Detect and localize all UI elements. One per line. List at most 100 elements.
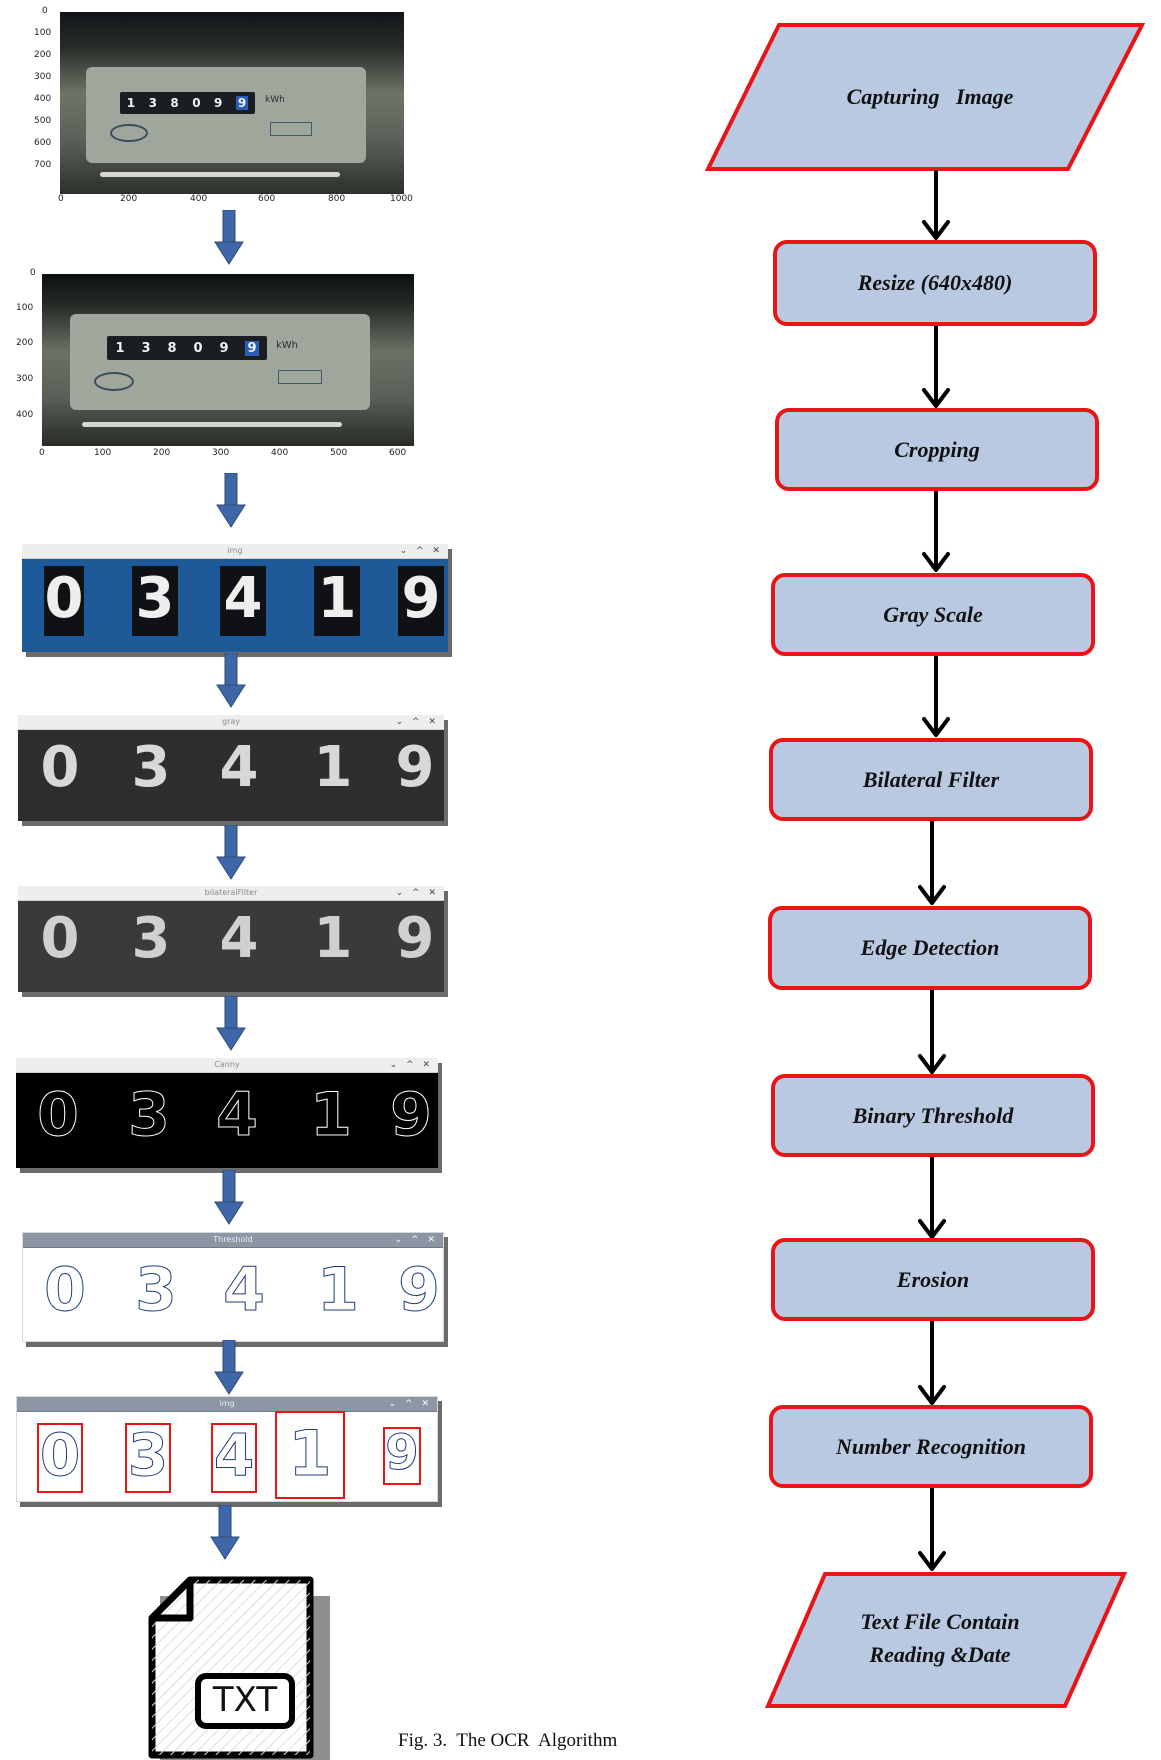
digit: 3 (128, 1080, 171, 1151)
window-titlebar: gray ⌄ ^ ✕ (18, 715, 444, 730)
y-tick: 400 (16, 410, 34, 420)
flow-end-line1: Text File Contain (860, 1609, 1020, 1634)
digit-tile (220, 566, 266, 636)
y-tick: 0 (42, 6, 48, 16)
meter-digit: 3 (148, 96, 157, 110)
y-tick: 100 (16, 303, 34, 313)
window-controls[interactable]: ⌄ ^ ✕ (388, 1399, 432, 1409)
digit: 1 (317, 566, 357, 631)
window-bilateral-filter: bilateralFilter ⌄ ^ ✕ 0 3 4 1 9 (18, 886, 444, 992)
window-controls[interactable]: ⌄ ^ ✕ (395, 717, 439, 727)
x-tick: 200 (120, 194, 138, 204)
window-title: gray (221, 717, 240, 726)
bounding-box (37, 1423, 83, 1493)
digit-tile (314, 566, 360, 636)
digit: 0 (40, 906, 80, 971)
window-titlebar: img ⌄ ^ ✕ (22, 544, 448, 559)
window-title: Canny (214, 1060, 240, 1069)
window-canny: Canny ⌄ ^ ✕ 0 3 4 1 9 (16, 1058, 438, 1168)
meter-label-plate (278, 370, 322, 384)
down-arrow-icon (214, 1170, 244, 1225)
digit: 1 (313, 735, 353, 800)
window-titlebar: bilateralFilter ⌄ ^ ✕ (18, 886, 444, 901)
bounding-box (383, 1427, 421, 1485)
y-tick: 400 (34, 94, 52, 104)
digit: 3 (127, 1421, 169, 1490)
document-icon (148, 1576, 314, 1759)
flow-arrow (918, 170, 950, 1571)
y-tick: 300 (34, 72, 52, 82)
flow-end-line2: Reading &Date (869, 1642, 1011, 1667)
window-controls[interactable]: ⌄ ^ ✕ (394, 1235, 438, 1245)
window-title: img (227, 546, 243, 555)
flow-step-gray-scale: Gray Scale (771, 573, 1095, 656)
down-arrow-icon (216, 825, 246, 880)
flow-arrows (918, 170, 950, 1571)
meter-digit: 9 (214, 96, 223, 110)
meter-photo-1: 1 3 8 0 9 9 kWh (60, 12, 404, 194)
digit: 1 (310, 1080, 353, 1151)
window-gray: gray ⌄ ^ ✕ 0 3 4 1 9 (18, 715, 444, 821)
digit: 9 (390, 1080, 433, 1151)
meter-unit: kWh (265, 95, 285, 105)
flow-step-resize: Resize (640x480) (773, 240, 1097, 326)
digit: 9 (385, 1425, 419, 1482)
digit: 4 (216, 1080, 259, 1151)
flow-step-cropping: Cropping (775, 408, 1099, 491)
meter-digit: 1 (126, 96, 136, 110)
flow-step-number-recognition: Number Recognition (769, 1405, 1093, 1488)
x-tick: 400 (271, 448, 289, 458)
digit: 1 (288, 1417, 332, 1491)
meter-digit: 9 (219, 340, 229, 356)
meter-unit: kWh (276, 340, 299, 351)
window-controls[interactable]: ⌄ ^ ✕ (389, 1060, 433, 1070)
x-tick: 600 (258, 194, 276, 204)
down-arrow-icon (210, 1505, 240, 1560)
digit: 9 (395, 735, 435, 800)
meter-digit: 1 (115, 340, 125, 356)
digit: 9 (395, 906, 435, 971)
window-title: img (219, 1399, 235, 1408)
meter-face (86, 67, 366, 163)
y-tick: 300 (16, 374, 34, 384)
flow-step-erosion: Erosion (771, 1238, 1095, 1321)
down-arrow-icon (216, 996, 246, 1051)
meter-digit: 9 (245, 340, 259, 356)
meter-face (70, 314, 370, 410)
window-controls[interactable]: ⌄ ^ ✕ (395, 888, 439, 898)
meter-digit: 0 (193, 340, 203, 356)
x-tick: 500 (330, 448, 348, 458)
y-tick: 500 (34, 116, 52, 126)
digit: 1 (313, 906, 353, 971)
meter-photo-2: 1 3 8 0 9 9 kWh (42, 274, 414, 446)
meter-label-plate (270, 122, 312, 136)
y-tick: 600 (34, 138, 52, 148)
meter-photo-plot-1: 1 3 8 0 9 9 kWh 0 100 200 300 400 500 60… (20, 0, 420, 205)
down-arrow-icon (216, 473, 246, 528)
window-controls[interactable]: ⌄ ^ ✕ (399, 546, 443, 556)
x-tick: 0 (39, 448, 45, 458)
meter-counter: 1 3 8 0 9 9 (107, 336, 267, 360)
flow-end-label: Text File Contain Reading &Date (790, 1605, 1090, 1671)
y-tick: 100 (34, 28, 52, 38)
digit: 4 (223, 1255, 266, 1326)
bounding-box (125, 1423, 171, 1493)
digit: 0 (40, 735, 80, 800)
x-tick: 600 (389, 448, 407, 458)
digit: 3 (131, 735, 171, 800)
window-titlebar: Threshold ⌄ ^ ✕ (23, 1233, 443, 1248)
meter-digit: 8 (167, 340, 177, 356)
digit-tile (132, 566, 178, 636)
meter-digit: 0 (192, 96, 201, 110)
flow-step-bilateral-filter: Bilateral Filter (769, 738, 1093, 821)
file-type-label: TXT (212, 1680, 278, 1720)
x-tick: 200 (153, 448, 171, 458)
window-title: bilateralFilter (204, 888, 258, 897)
digit: 0 (44, 566, 84, 631)
y-tick: 200 (16, 338, 34, 348)
y-tick: 0 (30, 268, 36, 278)
flow-start-label: Capturing Image (846, 84, 1014, 109)
meter-logo (110, 124, 148, 142)
meter-counter: 1 3 8 0 9 9 (120, 92, 255, 114)
digit: 1 (317, 1255, 360, 1326)
